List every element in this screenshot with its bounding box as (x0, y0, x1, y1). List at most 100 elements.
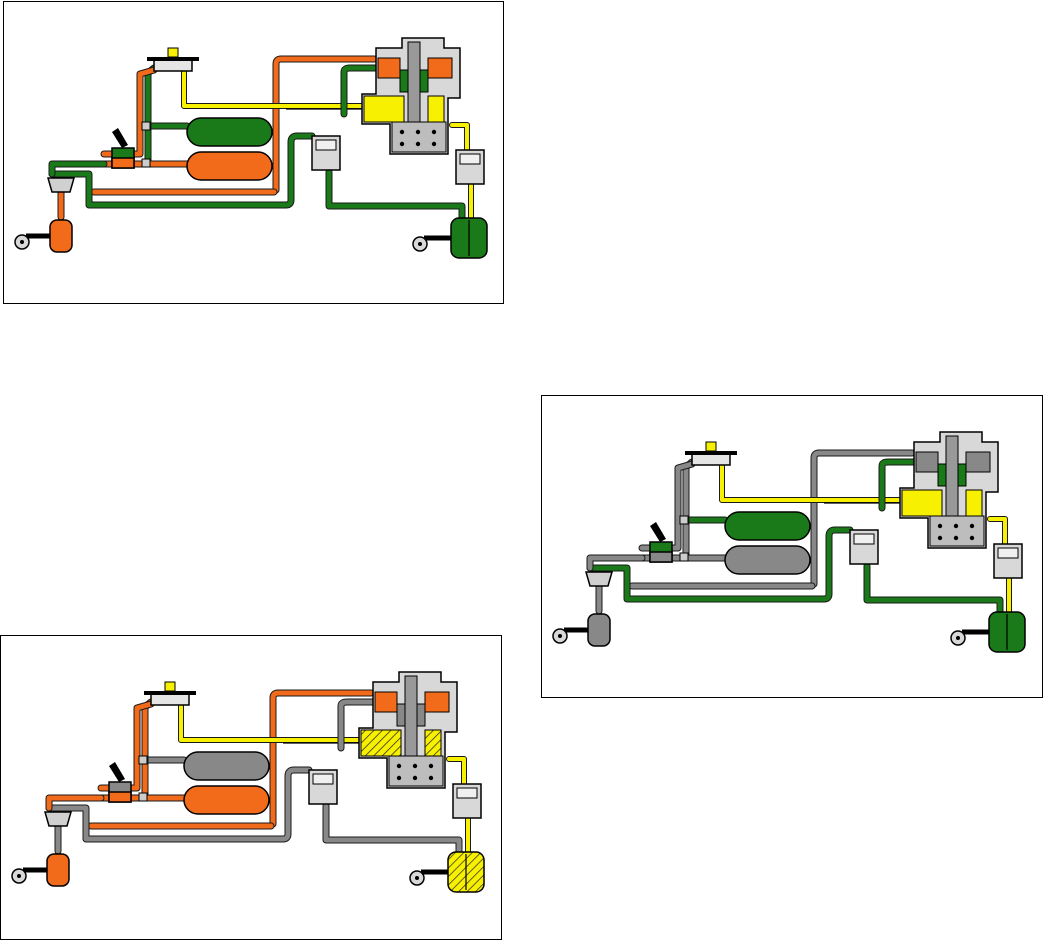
relay-delivery-line-outline (446, 756, 467, 789)
secondary-chamber-right (427, 57, 453, 79)
relay-delivery-line (988, 517, 1007, 548)
valve-stem (945, 435, 959, 517)
valve-bolt (953, 535, 959, 541)
primary-control-line (49, 133, 315, 208)
secondary-supply-line (811, 450, 915, 587)
schematic-group (11, 671, 485, 893)
rear-slack-pivot (418, 242, 422, 246)
hand-valve-lever (650, 522, 666, 542)
schematic-group (14, 37, 488, 259)
delivery-line (179, 700, 363, 742)
valve-bolt (396, 763, 402, 769)
delivery-line (720, 460, 904, 502)
delivery-cavity (360, 729, 402, 757)
diagram-panel-primary-failure (541, 395, 1043, 698)
valve-bolt (953, 523, 959, 529)
rear-service-line-outline (325, 168, 466, 228)
valve-bolt (412, 763, 418, 769)
valve-stem (407, 41, 421, 123)
rear-slack-pivot (956, 636, 960, 640)
hand-valve-lever (112, 128, 128, 148)
relay-delivery-line-outline (987, 516, 1008, 549)
valve-bolt (969, 523, 975, 529)
primary-reservoir (724, 511, 811, 541)
front-axle-feed (49, 161, 107, 177)
front-slack-pivot (17, 874, 21, 878)
delivery-cavity-right (965, 489, 983, 517)
rear-service-line (326, 169, 465, 227)
rear-service-line (864, 563, 1003, 621)
quick-release-valve (44, 811, 72, 827)
relay-valve-cap (312, 773, 334, 785)
rear-slack-pivot (415, 876, 419, 880)
front-brake-chamber (46, 853, 70, 887)
tee-fitting (138, 755, 148, 765)
foot-valve-plate (144, 691, 196, 695)
foot-valve-plunger (164, 681, 176, 692)
brake-schematic-normal (14, 37, 488, 259)
secondary-chamber-left (915, 451, 939, 473)
secondary-supply-line (273, 56, 377, 193)
tank-top-feed-outline (141, 756, 188, 798)
relay-supply-line (879, 459, 917, 511)
secondary-chamber-right (424, 691, 450, 713)
hand-valve-lower (111, 157, 135, 169)
tee-fitting (141, 121, 151, 131)
secondary-chamber-left (374, 691, 398, 713)
valve-bolt (431, 129, 437, 135)
delivery-cavity (901, 489, 943, 517)
relay-delivery-line (447, 757, 466, 788)
primary-reservoir (186, 117, 273, 147)
rear-service-line (323, 803, 462, 861)
rear-service-line-outline (863, 562, 1004, 622)
dual-brake-valve (358, 671, 458, 789)
front-brake-chamber (49, 219, 73, 253)
schematic-group (552, 431, 1026, 653)
relay-valve-cap (315, 139, 337, 151)
front-axle-feed (46, 795, 104, 811)
quick-release-valve (585, 571, 613, 587)
quick-release-valve (47, 177, 75, 193)
brake-schematic-primary-failure (552, 431, 1026, 653)
tee-fitting (138, 792, 148, 802)
valve-lower-body (391, 121, 447, 153)
rear-relay-cap (997, 547, 1019, 559)
tank-top-feed (142, 757, 187, 797)
valve-bolt (396, 775, 402, 781)
primary-control-line (587, 527, 853, 602)
valve-stem (404, 675, 418, 757)
primary-control-line (46, 767, 312, 842)
foot-valve-plate (685, 451, 737, 455)
diagram-panel-secondary-failure (0, 635, 502, 940)
delivery-cavity-right (424, 729, 442, 757)
primary-reservoir (183, 751, 270, 781)
secondary-reservoir (724, 545, 811, 575)
valve-bolt (431, 141, 437, 147)
front-axle-feed (587, 555, 645, 571)
dual-brake-valve (899, 431, 999, 549)
foot-valve-plate (147, 57, 199, 61)
valve-bolt (969, 535, 975, 541)
valve-bolt (412, 775, 418, 781)
secondary-reservoir (183, 785, 270, 815)
valve-bolt (399, 129, 405, 135)
relay-delivery-line (450, 123, 469, 154)
rear-service-line-outline (322, 802, 463, 862)
valve-bolt (415, 129, 421, 135)
valve-lower-body (388, 755, 444, 787)
secondary-supply-line (270, 690, 374, 827)
delivery-cavity-right (427, 95, 445, 123)
valve-bolt (428, 763, 434, 769)
rear-relay-cap (456, 787, 478, 799)
rear-relay-cap (459, 153, 481, 165)
brake-schematic-secondary-failure (11, 671, 485, 893)
relay-valve-cap (853, 533, 875, 545)
relay-supply-line (341, 65, 379, 117)
tank-top-feed (145, 123, 190, 163)
valve-lower-body (929, 515, 985, 547)
tank-top-feed-outline (144, 122, 191, 164)
hand-valve-lower (108, 791, 132, 803)
foot-valve-plunger (705, 441, 717, 452)
delivery-line (182, 66, 366, 108)
valve-bolt (415, 141, 421, 147)
